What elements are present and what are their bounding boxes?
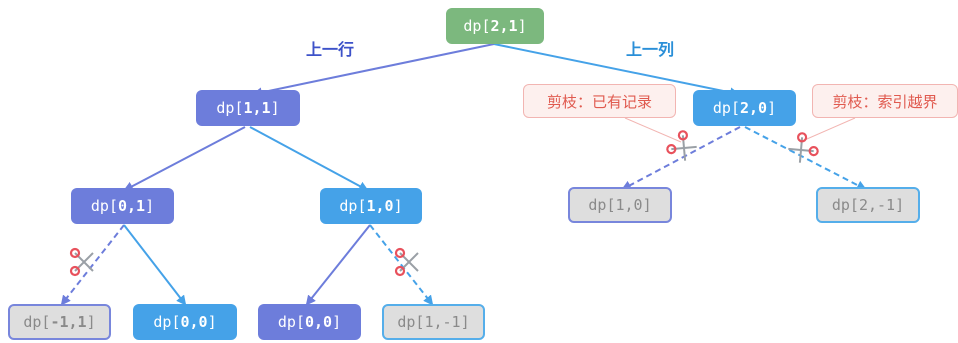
edge-l1right-to-l2d-pruned [744, 126, 867, 190]
callout-memo-pointer [624, 117, 682, 143]
edge-l1left-to-l2a [123, 126, 246, 191]
edge-l2a-to-l3a-pruned [60, 224, 125, 306]
scissors-icon [664, 128, 701, 165]
node-l3-a-pruned: dp[-1,1] [8, 304, 111, 340]
edge-l1right-to-l2c-pruned [621, 126, 741, 190]
node-l2-b: dp[1,0] [320, 188, 422, 224]
callout-memo-prune: 剪枝：已有记录 [523, 84, 676, 118]
callout-bounds-prune: 剪枝：索引越界 [812, 84, 958, 118]
edge-l2b-to-l3c [305, 224, 371, 306]
callout-bounds-pointer [799, 117, 856, 143]
scissors-icon [784, 130, 821, 167]
scissors-icon [69, 247, 95, 277]
node-l1-right: dp[2,0] [693, 90, 796, 126]
edge-label-col: 上一列 [626, 40, 675, 59]
edge-label-row: 上一行 [306, 40, 355, 59]
node-l3-b: dp[0,0] [133, 304, 237, 340]
node-l2-d-pruned: dp[2,-1] [816, 187, 920, 223]
edge-root-to-left [252, 43, 495, 98]
edge-l1left-to-l2b [249, 126, 369, 191]
node-l3-d-pruned: dp[1,-1] [382, 304, 485, 340]
node-l2-a: dp[0,1] [71, 188, 174, 224]
scissors-icon [394, 247, 420, 277]
node-l2-c-pruned: dp[1,0] [568, 187, 672, 223]
edge-root-to-right [493, 43, 740, 98]
node-l3-c: dp[0,0] [258, 304, 361, 340]
edge-l2a-to-l3b [123, 224, 187, 306]
node-l1-left: dp[1,1] [196, 90, 300, 126]
edge-l2b-to-l3d-pruned [369, 224, 434, 306]
node-root: dp[2,1] [446, 8, 544, 44]
